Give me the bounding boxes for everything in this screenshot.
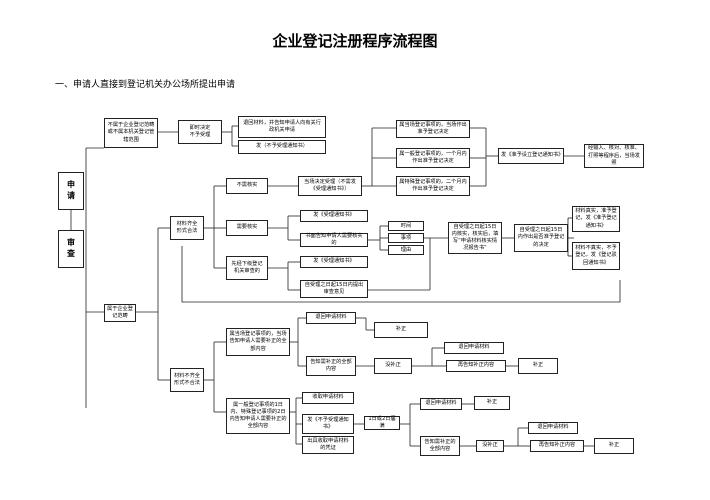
return-materials-4-node: 退回申请材料: [420, 398, 462, 410]
issue-reject-notice-node: 发（不予受理通知书）: [238, 140, 326, 154]
need-verify-node: 需要核实: [226, 220, 268, 236]
not-scope-node: 不属于企业登记范畴或不属本机关登记管辖范围: [104, 118, 158, 148]
issue-approval-node: 发《准予设立登记通知书》: [498, 148, 564, 164]
renotify-2-node: 再告知补正内容: [530, 440, 584, 452]
no-supplement-2-node: 没补正: [476, 440, 504, 452]
issue-accept-notice-2-node: 发《受理通知书》: [300, 256, 368, 268]
notify-supplement-node: 告知需补正的全部内容: [306, 356, 356, 376]
written-notice-node: 书面告知申请人需要核实的: [300, 233, 368, 247]
materials-complete-node: 材料齐全 形式合法: [170, 216, 204, 240]
one-two-days-node: 1日或2日届满: [364, 416, 400, 430]
immediate-reject-node: 即时决定 不予受理: [178, 120, 222, 144]
pre-registration-node: 先经下级登记机关审查的: [226, 256, 268, 280]
receive-materials-node: 收取申请材料: [302, 392, 354, 404]
belongs-registration-node: 属于企业登记范畴: [104, 304, 136, 322]
page-title: 企业登记注册程序流程图: [272, 32, 438, 50]
renotify-1-node: 再告知补正内容: [446, 360, 506, 372]
time-node: 时间: [388, 221, 424, 231]
return-materials-node: 退回材料，并告知申请人向有关行政机关申请: [238, 116, 326, 138]
reason-node: 理由: [388, 245, 424, 255]
supplement-3-node: 补正: [474, 396, 510, 410]
no-verify-node: 不需核实: [226, 178, 268, 194]
review-node: 审 查: [58, 230, 84, 268]
verify-within-15-node: 自受理之日起15日内核实，核实后，填写“申请材料核实情况报告书”: [448, 222, 502, 254]
supplement-1-node: 补正: [374, 322, 428, 338]
materials-false-node: 材料不真实，不予登记，发《登记驳回通知书》: [572, 242, 620, 270]
no-supplement-1-node: 没补正: [374, 358, 412, 374]
supplement-4-node: 补正: [594, 438, 634, 454]
return-materials-3-node: 退回申请材料: [444, 342, 504, 354]
issue-receipt-node: 出具收取申请材料的凭证: [302, 436, 354, 454]
return-materials-2-node: 退回申请材料: [306, 312, 356, 324]
enter-system-node: 经输入、核对、核准、打照等程序后，当场发照: [584, 144, 644, 168]
within-15-from-accept-node: 自受理之日起15日内作出是否准予登记的决定: [514, 224, 568, 252]
issue-reject-2-node: 发《不予受理通知书》: [302, 414, 354, 434]
apply-node: 申 请: [58, 172, 84, 210]
materials-true-node: 材料真实，准予登记，发《准予登记通知书》: [572, 206, 620, 232]
normal-5days-node: 属一般登记事项的1日内、特殊登记事项的2日内告知申请人需要补正的全部内容: [226, 398, 290, 434]
decide-on-spot-node: 当场决定受理（不需发《受理通知书》）: [298, 176, 362, 196]
incomplete-node: 材料不齐全 形式不合法: [170, 368, 204, 392]
section-heading: 一、申请人直接到登记机关办公场所提出申请: [55, 80, 236, 90]
issue-accept-notice-1-node: 发《受理通知书》: [300, 210, 368, 222]
return-materials-5-node: 退回申请材料: [528, 422, 578, 434]
normal-item-node: 属一般登记事项的，一个月内作出准予登记决定: [396, 148, 470, 168]
on-spot-correctable-node: 属当场登记事项的，当场告知申请人需要补正的全部内容: [226, 328, 290, 356]
items-node: 事项: [388, 233, 424, 243]
within-15-decide-node: 自受理之日起15日内提出审查意见: [300, 280, 368, 298]
notify-all-node: 告知需补正的全部内容: [420, 436, 460, 456]
special-item-node: 属特殊登记事项的，二个月内作出准予登记决定: [396, 176, 470, 196]
approve-on-spot-node: 属当场登记事项的，当场作出准予登记决定: [396, 120, 470, 138]
supplement-2-node: 补正: [518, 358, 558, 374]
